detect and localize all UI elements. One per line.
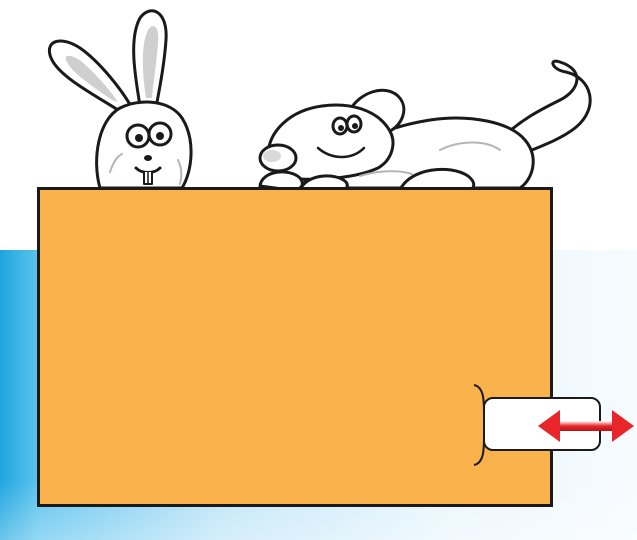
cartoon-layer bbox=[0, 0, 637, 200]
rabbit-icon bbox=[49, 11, 191, 188]
dog-icon bbox=[260, 61, 590, 192]
double-arrow-icon bbox=[536, 408, 636, 444]
